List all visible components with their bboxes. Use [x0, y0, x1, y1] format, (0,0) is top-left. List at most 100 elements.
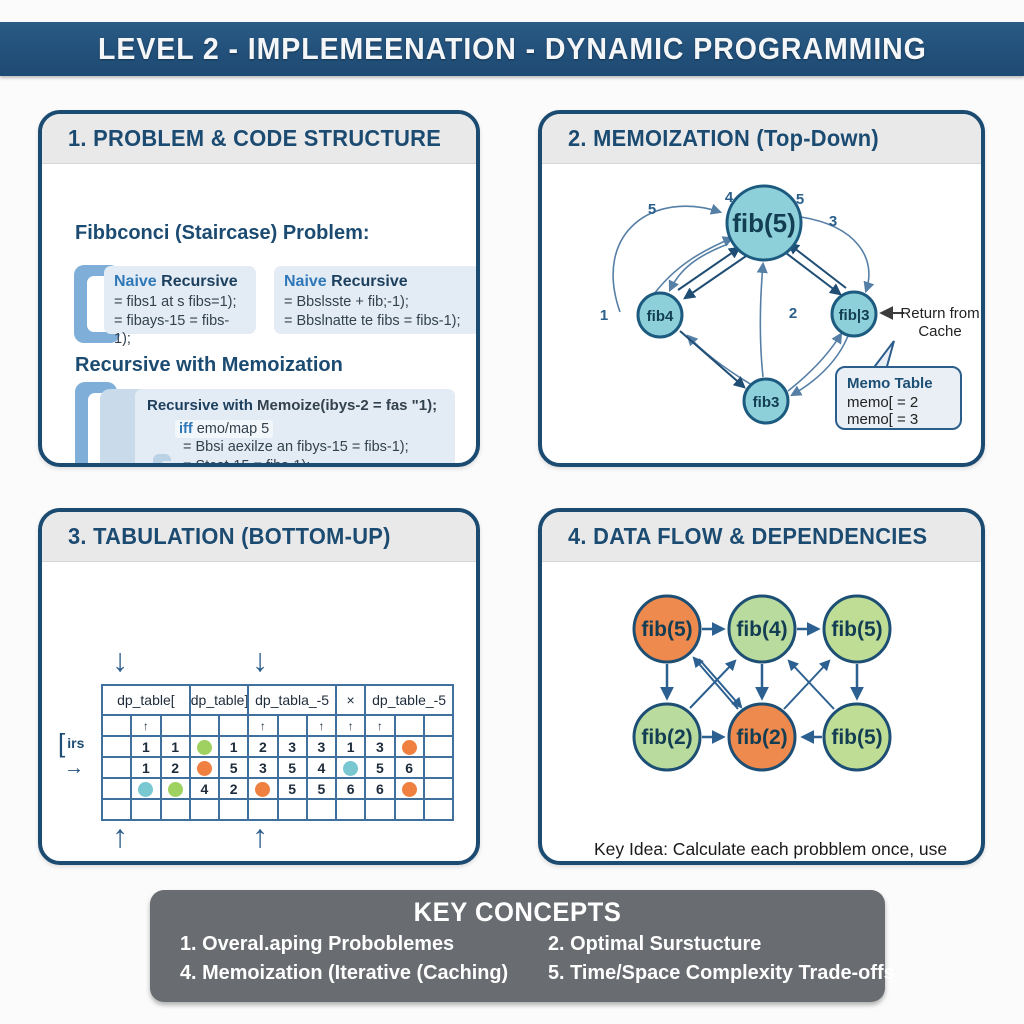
orange-dot-icon: [401, 739, 417, 755]
call-count-label: 2: [789, 305, 797, 322]
table-cell: [422, 735, 455, 758]
table-cell: [247, 798, 279, 821]
fib3-right-node-label: fib|3: [839, 307, 870, 324]
table-cell: 5: [305, 777, 338, 800]
call-count-label: 5: [796, 191, 804, 208]
panel2-title: 2. MEMOIZATION (Top-Down): [568, 125, 879, 151]
code-title-accent: Naive: [284, 273, 327, 290]
table-cell: [422, 798, 455, 821]
table-cell: [422, 777, 455, 800]
code-line: = Bbsi aexilze an fibys-15 = fibs-1);: [183, 439, 409, 456]
table-cell: 1: [217, 735, 250, 758]
panel-dataflow: 4. DATA FLOW & DEPENDENCIES fib(5) fib(4: [538, 508, 985, 865]
teal-dot-icon: [343, 760, 359, 776]
dp-table-header-cell: dp_table_-5: [364, 684, 454, 716]
recursion-tree-diagram: fib(5) fib4 fib|3 fib3 5 4 5 3 1 2 Retur…: [600, 184, 980, 430]
iff-rest: emo/map 5: [192, 420, 270, 437]
code-box-title: Naive Recursive: [284, 272, 470, 293]
code-line: = fibays-15 = fibs-1);: [114, 312, 230, 348]
code-title-rest: Recursive: [156, 273, 238, 290]
table-cell: 2: [159, 756, 191, 779]
table-cell: 4: [305, 756, 338, 779]
orange-dot-icon: [255, 781, 271, 797]
fib4-node-label: fib4: [647, 308, 674, 325]
dataflow-node: [727, 594, 797, 664]
dp-table-header-cell: ×: [334, 684, 367, 716]
call-edge: [668, 243, 729, 293]
fib3-right-node: [830, 290, 878, 338]
table-cell: [422, 714, 455, 737]
small-bracket-icon: [153, 453, 173, 463]
table-cell: [100, 714, 133, 737]
dataflow-node-label: fib(2): [736, 726, 787, 749]
table-cell: ↑: [305, 714, 338, 737]
panel4-title: 4. DATA FLOW & DEPENDENCIES: [568, 523, 928, 549]
panel3-title: 3. TABULATION (BOTTOM-UP): [68, 523, 391, 549]
table-cell: [334, 798, 367, 821]
problem-heading: Fibbconci (Staircase) Problem:: [75, 222, 370, 244]
call-edge: [800, 216, 875, 294]
table-cell: 5: [276, 777, 308, 800]
fib5-node-label: fib(5): [732, 208, 796, 238]
green-dot-icon: [196, 739, 212, 755]
code-title-rest: Recursive: [326, 273, 408, 290]
panel-tabulation: 3. TABULATION (BOTTOM-UP) ↓ ↓ dp_table[ …: [38, 508, 480, 865]
table-cell: 3: [305, 735, 338, 758]
table-cell: [393, 735, 425, 758]
call-edge: [787, 242, 847, 289]
key-concepts-title: KEY CONCEPTS: [413, 897, 622, 927]
panel-memoization: 2. MEMOIZATION (Top-Down): [538, 110, 985, 467]
call-edge: [677, 246, 741, 291]
key-idea-note: Key Idea: Calculate each probblem once, …: [594, 838, 979, 861]
dataflow-node-label: fib(5): [831, 618, 882, 641]
table-cell: [188, 735, 221, 758]
table-cell: [188, 756, 221, 779]
fib5-node: [725, 184, 803, 262]
table-row: [100, 798, 455, 821]
fib4-node: [636, 291, 684, 339]
call-edge: [683, 253, 750, 300]
table-cell: 1: [130, 735, 162, 758]
table-cell: [217, 798, 250, 821]
code-line: = Stcat-15 = fibs-1);: [183, 458, 311, 467]
code-line: = fibs1 at s fibs=1);: [114, 293, 237, 310]
down-arrow-icon: ↓: [252, 642, 268, 678]
table-cell: 2: [247, 735, 279, 758]
table-cell: [276, 798, 308, 821]
panel2-header: 2. MEMOIZATION (Top-Down): [542, 114, 981, 164]
table-cell: 1: [159, 735, 191, 758]
table-cell: 1: [334, 735, 367, 758]
code-line: = Bbslsste + fib;-1);: [284, 293, 409, 310]
dataflow-node-label: fib(5): [641, 618, 692, 641]
table-cell: [159, 714, 191, 737]
table-cell: [393, 798, 425, 821]
call-edge: [686, 334, 753, 386]
dp-table-header-row: dp_table[ dp_table] dp_tabla_-5 × dp_tab…: [101, 684, 454, 716]
key-concept-item: 4. Memoization (Iterative (Caching): [180, 961, 509, 984]
table-cell: [305, 798, 338, 821]
memo-table-row: memo[ = 3: [847, 411, 918, 428]
table-cell: [130, 777, 162, 800]
table-cell: [188, 714, 221, 737]
dp-table-header-cell: dp_tabla_-5: [247, 684, 337, 716]
fib3-bottom-node: [742, 377, 790, 425]
dataflow-node: [727, 702, 797, 772]
table-cell: [276, 714, 308, 737]
table-cell: ↑: [247, 714, 279, 737]
fib3-bottom-node-label: fib3: [753, 394, 780, 411]
table-cell: 5: [364, 756, 396, 779]
panel-problem-code: 1. PROBLEM & CODE STRUCTURE Fibbconci (S…: [38, 110, 480, 467]
code-title-accent: Recursive with: [147, 397, 253, 414]
table-cell: [100, 798, 133, 821]
table-cell: [159, 798, 191, 821]
dependency-graph: fib(5) fib(4) fib(5) fib(2) fib(2) fib(5…: [632, 594, 892, 772]
table-cell: 1: [130, 756, 162, 779]
page-title: LEVEL 2 - IMPLEMEENATION - DYNAMIC PROGR…: [97, 31, 927, 66]
table-cell: [393, 777, 425, 800]
panel2-body: fib(5) fib4 fib|3 fib3 5 4 5 3 1 2 Retur…: [542, 164, 981, 463]
memoization-code-box: Recursive with Memoize(ibys-2 = fas "1);…: [135, 389, 455, 467]
table-cell: 5: [217, 756, 250, 779]
call-edge: [612, 203, 723, 313]
